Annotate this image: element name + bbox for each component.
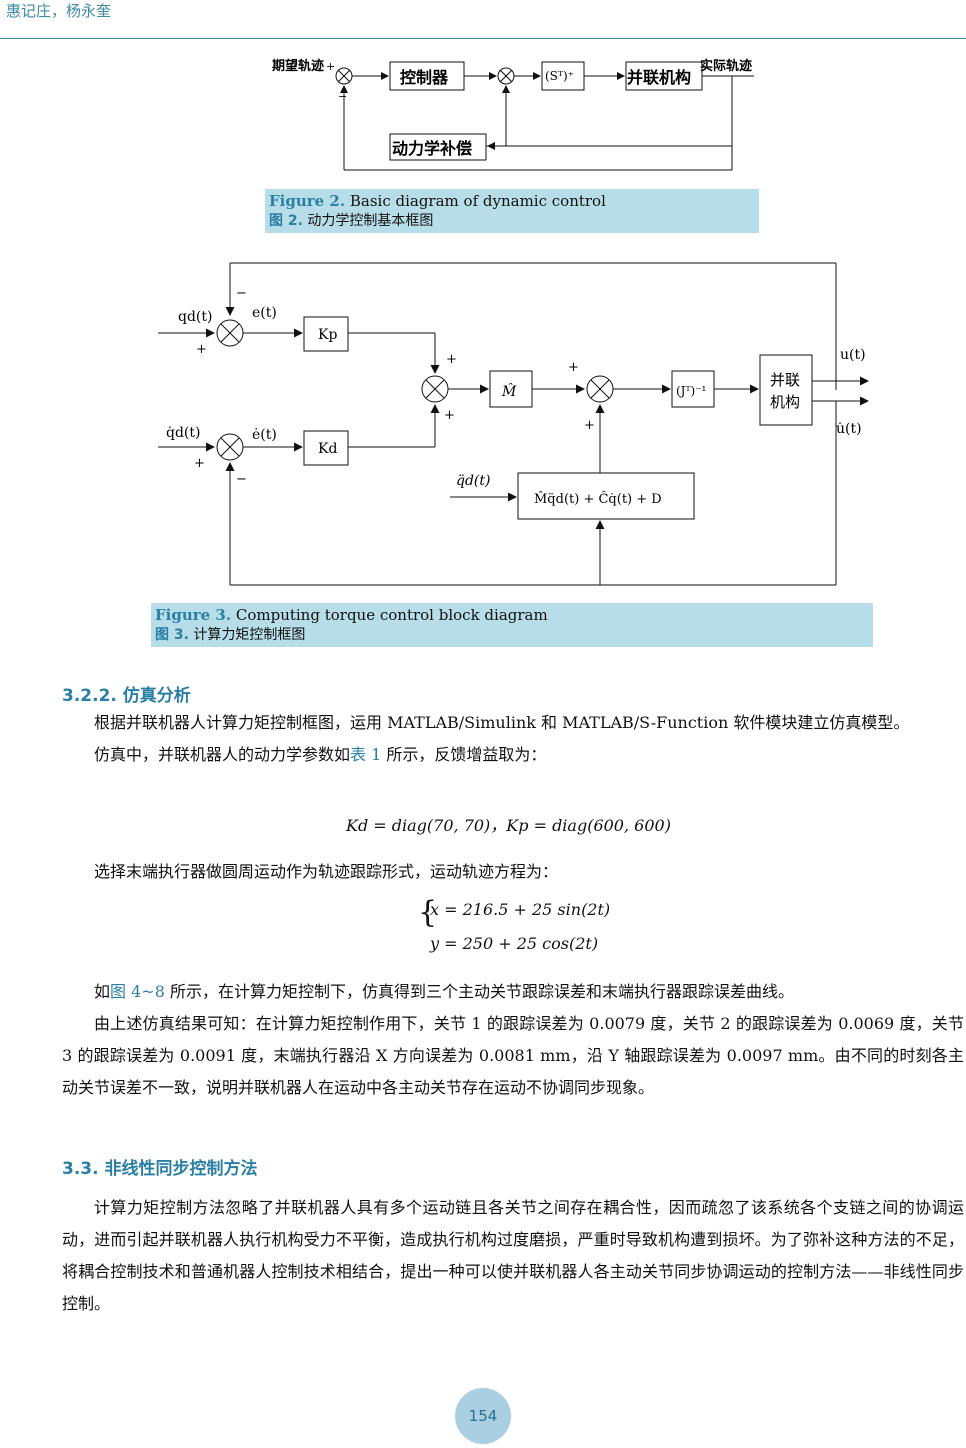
fig2-caption-en: Basic diagram of dynamic control: [349, 192, 606, 210]
figure-4-8-link[interactable]: 图 4~8: [110, 982, 165, 1001]
fig2-desired-label: 期望轨迹: [272, 58, 324, 74]
svg-text:+: +: [326, 60, 335, 73]
header-rule: [0, 38, 966, 39]
svg-text:+: +: [584, 418, 595, 433]
svg-text:+: +: [568, 360, 579, 375]
fig3-kd-box: [303, 430, 349, 466]
fig3-caption-cn: 计算力矩控制框图: [193, 627, 306, 643]
fig2-controller-box: [389, 61, 465, 91]
section-3-3-body: 计算力矩控制方法忽略了并联机器人具有多个运动链且各关节之间存在耦合性，因而疏忽了…: [62, 1192, 964, 1320]
fig3-caption-label: Figure 3.: [155, 606, 232, 624]
fig3-caption-cn-label: 图 3.: [155, 627, 189, 643]
paragraph-1: 根据并联机器人计算力矩控制框图，运用 MATLAB/Simulink 和 MAT…: [94, 713, 910, 732]
fig3-comp-label: M̂q̈d(t) + Ĉq̇(t) + D: [534, 490, 662, 507]
fig3-ut-label: u(t): [840, 347, 866, 363]
fig3-edot-label: ė(t): [252, 427, 277, 443]
fig3-kp-box: [303, 316, 349, 352]
paragraph-2-text-b: 所示，反馈增益取为：: [381, 745, 547, 764]
paragraph-4: 如图 4~8 所示，在计算力矩控制下，仿真得到三个主动关节跟踪误差和末端执行器跟…: [62, 976, 964, 1008]
fig3-kp-label: Kp: [318, 327, 337, 343]
equation-gains: Kd = diag(70, 70)，Kp = diag(600, 600): [346, 816, 671, 835]
svg-text:+: +: [196, 342, 207, 357]
figure-2-caption: Figure 2. Basic diagram of dynamic contr…: [265, 189, 759, 233]
fig2-dyncomp-label: 动力学补偿: [392, 139, 472, 158]
svg-text:−: −: [236, 472, 247, 487]
fig2-st-label: (Sᵀ)⁺: [545, 69, 574, 83]
figure-2-diagram: 期望轨迹 控制器 (Sᵀ)⁺ 并联机构 实际轨迹 − + 动力学补偿: [272, 58, 754, 171]
paragraph-6: 计算力矩控制方法忽略了并联机器人具有多个运动链且各关节之间存在耦合性，因而疏忽了…: [62, 1198, 964, 1313]
paragraph-4-text-b: 所示，在计算力矩控制下，仿真得到三个主动关节跟踪误差和末端执行器跟踪误差曲线。: [164, 982, 794, 1001]
fig3-qddd-label: q̈d(t): [456, 473, 490, 489]
section-3-2-2-body: 根据并联机器人计算力矩控制框图，运用 MATLAB/Simulink 和 MAT…: [62, 707, 964, 771]
paragraph-5: 由上述仿真结果可知：在计算力矩控制作用下，关节 1 的跟踪误差为 0.0079 …: [62, 1014, 964, 1097]
fig3-parallel-label-1: 并联: [770, 371, 800, 389]
svg-text:+: +: [444, 408, 455, 423]
paragraph-4-text-a: 如: [94, 982, 111, 1001]
paragraph-2: 仿真中，并联机器人的动力学参数如表 1 所示，反馈增益取为：: [62, 739, 964, 771]
paragraph-3-text: 选择末端执行器做圆周运动作为轨迹跟踪形式，运动轨迹方程为：: [94, 862, 559, 881]
section-3-2-2-title: 3.2.2. 仿真分析: [62, 686, 191, 706]
fig3-comp-box: [517, 472, 695, 520]
paragraph-3: 选择末端执行器做圆周运动作为轨迹跟踪形式，运动轨迹方程为：: [62, 856, 964, 888]
svg-text:+: +: [194, 456, 205, 471]
running-header: 惠记庄，杨永奎: [6, 2, 112, 20]
section-3-3-title: 3.3. 非线性同步控制方法: [62, 1159, 258, 1179]
fig2-caption-cn-label: 图 2.: [269, 213, 303, 229]
paragraph-2-text-a: 仿真中，并联机器人的动力学参数如: [94, 745, 351, 764]
equation-x: x = 216.5 + 25 sin(2t): [430, 900, 611, 919]
figure-3-diagram: − qd(t) + e(t) Kp + M̂ + (Jᵀ)⁻¹ 并联 机构 u(…: [158, 262, 869, 586]
fig3-caption-en: Computing torque control block diagram: [235, 606, 548, 624]
page-number: 154: [455, 1388, 511, 1444]
svg-text:−: −: [236, 286, 247, 301]
fig3-parallel-label-2: 机构: [770, 393, 800, 411]
fig2-st-box: [541, 61, 585, 91]
fig3-et-label: e(t): [252, 305, 277, 321]
fig3-mhat-label: M̂: [501, 382, 517, 400]
table-1-link[interactable]: 表 1: [350, 745, 382, 764]
fig2-caption-label: Figure 2.: [269, 192, 346, 210]
equation-y: y = 250 + 25 cos(2t): [430, 934, 599, 953]
fig3-parallel-box: [759, 354, 813, 426]
fig3-kd-label: Kd: [318, 441, 337, 457]
equation-brace: {: [418, 895, 438, 930]
fig2-actual-label: 实际轨迹: [700, 58, 752, 74]
fig2-dyncomp-box: [389, 133, 487, 161]
fig2-controller-label: 控制器: [400, 68, 449, 87]
fig2-caption-cn: 动力学控制基本框图: [307, 213, 434, 229]
fig2-parallel-label: 并联机构: [627, 68, 691, 87]
figure-3-caption: Figure 3. Computing torque control block…: [151, 603, 873, 647]
fig3-jt-label: (Jᵀ)⁻¹: [676, 384, 706, 398]
fig3-qd-label: qd(t): [178, 309, 212, 325]
fig3-udot-label: u̇(t): [836, 421, 862, 437]
section-3-2-2-results: 如图 4~8 所示，在计算力矩控制下，仿真得到三个主动关节跟踪误差和末端执行器跟…: [62, 976, 964, 1104]
svg-text:+: +: [446, 352, 457, 367]
fig3-jt-box: [671, 370, 715, 408]
svg-text:−: −: [338, 90, 347, 103]
fig3-qdd-label: q̇d(t): [166, 425, 200, 441]
